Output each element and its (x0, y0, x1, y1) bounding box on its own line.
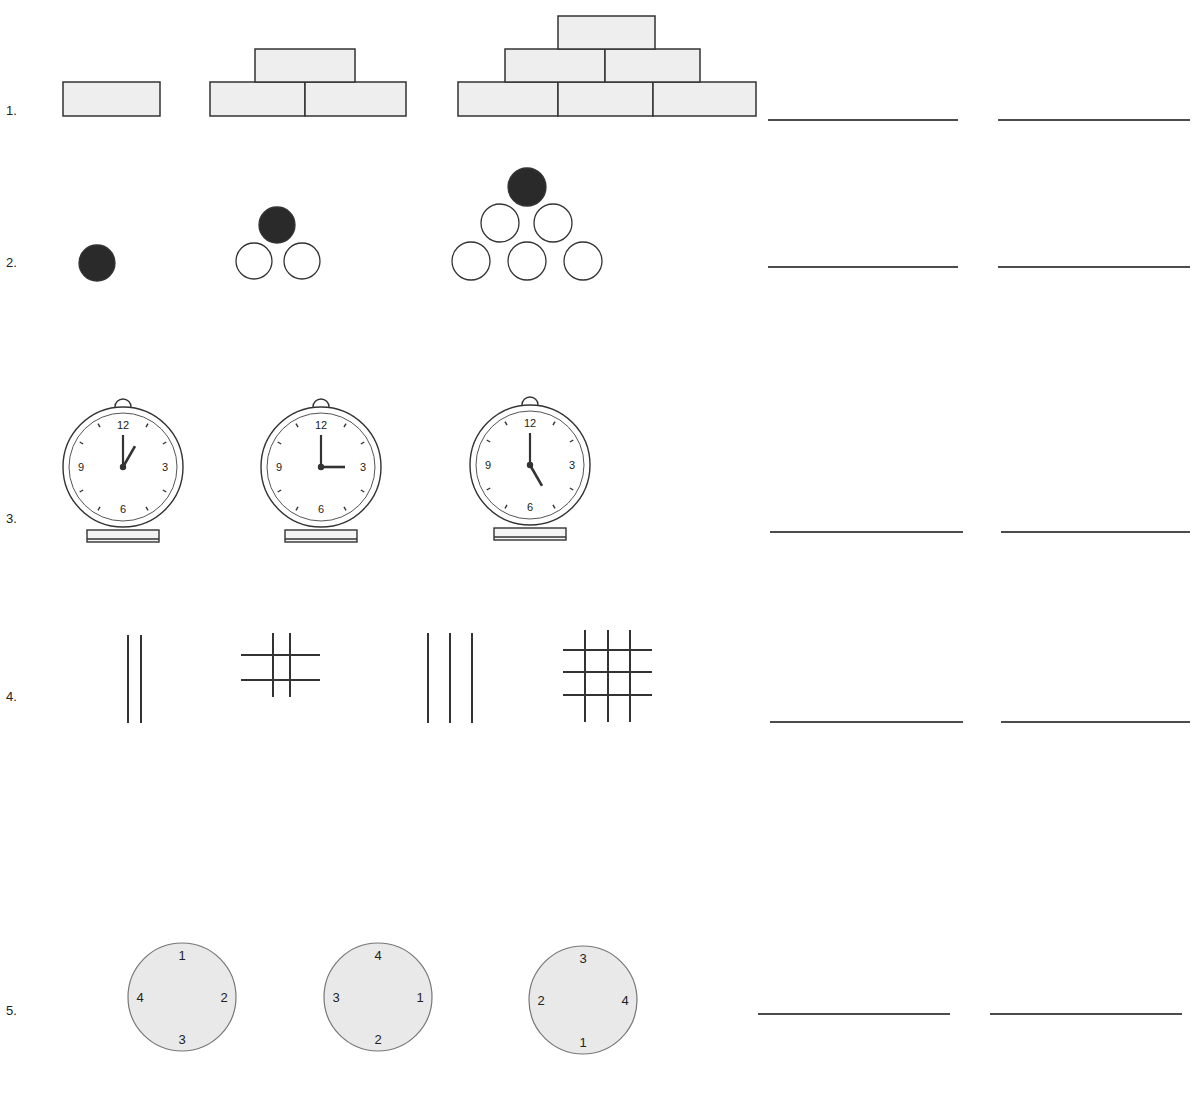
number-dial: 4 3 1 2 (323, 942, 433, 1052)
dial-number: 3 (178, 1033, 185, 1046)
number-dial: 3 2 4 1 (528, 945, 638, 1055)
clock-numeral: 6 (527, 502, 533, 513)
dial-number: 1 (178, 949, 185, 962)
number-dial: 1 4 2 3 (127, 942, 237, 1052)
clock-numeral: 3 (569, 460, 575, 471)
dial-number: 4 (621, 994, 628, 1007)
brick-rows (63, 16, 756, 116)
dial-number: 2 (374, 1033, 381, 1046)
dial-number: 3 (579, 952, 586, 965)
alarm-clocks (63, 397, 590, 542)
dial-number: 1 (579, 1036, 586, 1049)
row-number: 5. (6, 1004, 17, 1017)
clock-numeral: 12 (315, 420, 327, 431)
answer-lines (758, 120, 1190, 1014)
clock-numeral: 12 (117, 420, 129, 431)
clock-numeral: 9 (78, 462, 84, 473)
clock-numeral: 3 (162, 462, 168, 473)
clock-numeral: 9 (276, 462, 282, 473)
dial-number: 4 (136, 991, 143, 1004)
clock-numeral: 6 (318, 504, 324, 515)
clock-face: 12 9 3 6 (475, 410, 585, 520)
clock-numeral: 9 (485, 460, 491, 471)
row-number: 2. (6, 256, 17, 269)
clock-numeral: 6 (120, 504, 126, 515)
dial-number: 2 (537, 994, 544, 1007)
clock-face: 12 9 3 6 (266, 412, 376, 522)
dial-number: 3 (332, 991, 339, 1004)
clock (470, 397, 590, 540)
row-number: 4. (6, 690, 17, 703)
clock (261, 399, 381, 542)
ball-stacks (79, 168, 602, 281)
dial-number: 1 (416, 991, 423, 1004)
row-number: 1. (6, 104, 17, 117)
clock (63, 399, 183, 542)
dial-number: 4 (374, 949, 381, 962)
clock-numeral: 12 (524, 418, 536, 429)
dial-number: 2 (220, 991, 227, 1004)
row-number: 3. (6, 512, 17, 525)
clock-numeral: 3 (360, 462, 366, 473)
line-patterns (128, 630, 652, 723)
clock-face: 12 9 3 6 (68, 412, 178, 522)
